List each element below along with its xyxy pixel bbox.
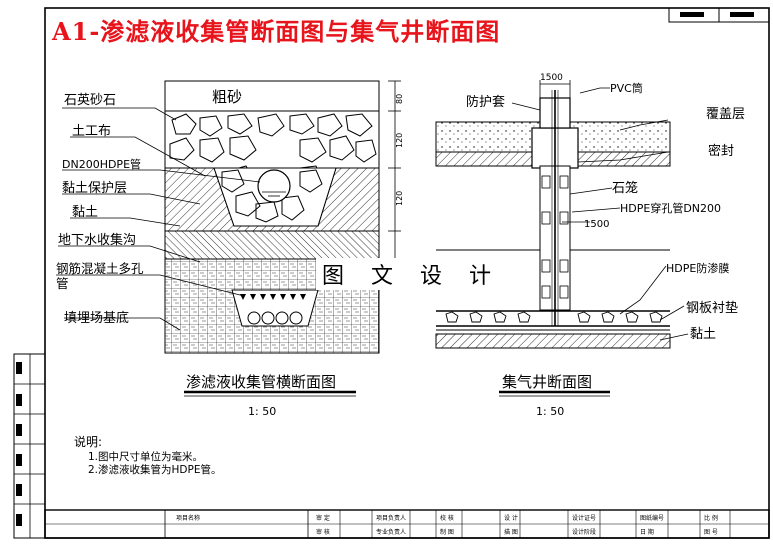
label-gravel: 石笼 [612,180,638,196]
label-quartz: 石英砂石 [64,93,116,108]
label-groundwater: 地下水收集沟 [58,232,136,248]
title-block-text: 项目名称 审 定 项目负责人 校 核 设 计 设计证号 图纸编号 比 例 审 核… [176,514,718,536]
tb-project: 项目名称 [176,514,200,522]
label-pvc: PVC筒 [610,81,643,95]
label-geotextile: 土工布 [72,124,111,139]
tb-cell-3: 设 计 [504,514,518,522]
tb-cell-5: 图纸编号 [640,514,664,522]
left-labels: 石英砂石 粗砂 土工布 DN200HDPE管 黏土保护层 黏土 地下水收集沟 钢… [56,88,404,418]
label-seal: 密封 [708,143,734,159]
label-cover: 覆盖层 [706,107,745,122]
tb-cell-6: 比 例 [704,514,718,522]
dim-120-b: 120 [395,191,404,206]
caption-right: 集气井断面图 [502,373,592,391]
gas-well-section [435,80,689,397]
scale-right: 1: 50 [536,405,564,418]
tb-cell-1: 项目负责人 [376,514,406,522]
tb-cell-7: 审 核 [316,528,330,536]
caption-left: 渗滤液收集管横断面图 [186,373,336,391]
notes-heading: 说明: [74,434,102,449]
tb-cell-10: 描 图 [504,528,518,536]
tb-cell-11: 设计阶段 [572,528,596,536]
label-clay: 黏土 [72,204,98,220]
label-steel-liner: 钢板衬垫 [686,300,738,316]
label-hdpe-perforated: HDPE穿孔管DN200 [620,201,721,215]
watermark: 图 文 设 计 [316,258,507,290]
tb-cell-9: 制 图 [440,528,454,536]
drawing-title: A1-渗滤液收集管断面图与集气井断面图 [52,17,501,46]
dim-120-a: 120 [395,133,404,148]
title-block [44,509,770,539]
label-clay-protect: 黏土保护层 [62,180,127,196]
label-coarse-sand: 粗砂 [212,88,242,106]
tb-cell-13: 图 号 [704,529,718,536]
left-strip [13,353,46,539]
tb-cell-12: 日 期 [640,528,654,536]
tb-cell-4: 设计证号 [572,514,596,522]
label-hdpe-film: HDPE防渗膜 [666,261,729,275]
label-concrete-pipe: 钢筋混凝土多孔管 [56,261,144,291]
label-protect-sleeve: 防护套 [466,94,505,110]
label-right-clay: 黏土 [690,326,716,342]
label-hdpe-pipe: DN200HDPE管 [62,157,141,171]
dim-1500-inner: 1500 [584,219,609,230]
note-line-2: 2.渗滤液收集管为HDPE管。 [88,463,221,476]
tb-cell-0: 审 定 [316,514,330,522]
scale-left: 1: 50 [248,405,276,418]
note-line-1: 1.图中尺寸单位为毫米。 [88,450,203,463]
notes: 说明: 1.图中尺寸单位为毫米。 2.渗滤液收集管为HDPE管。 [74,434,221,476]
dim-1500-top: 1500 [540,73,563,83]
label-base: 填埋场基底 [64,310,129,326]
dim-80: 80 [395,94,404,104]
right-labels: 1500 PVC筒 防护套 覆盖层 密封 石笼 HDPE穿孔管DN200 150… [466,73,745,418]
tb-cell-2: 校 核 [440,514,454,522]
tb-cell-8: 专业负责人 [376,528,406,536]
